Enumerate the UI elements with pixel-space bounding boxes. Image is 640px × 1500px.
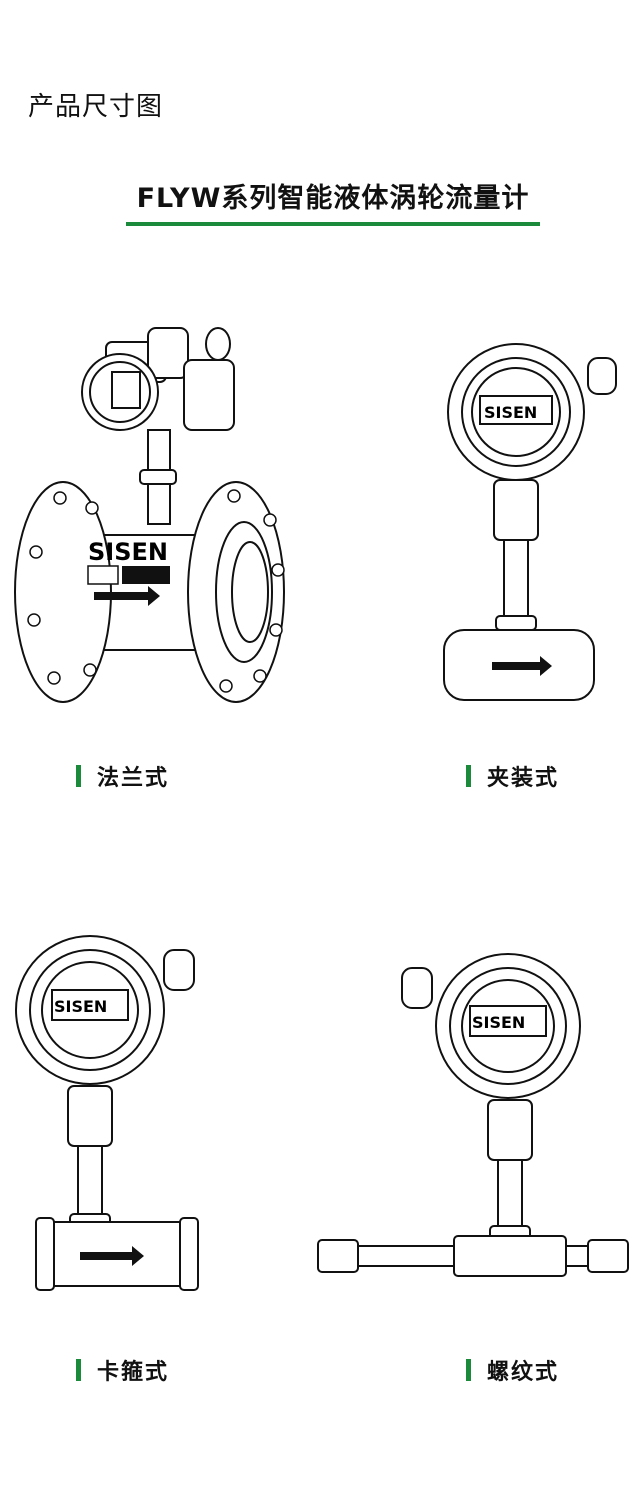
label-clamp: 夹装式 <box>466 760 559 792</box>
section-title: 产品尺寸图 <box>28 92 164 122</box>
label-flange-text: 法兰式 <box>97 766 170 791</box>
label-tri-clamp-text: 卡箍式 <box>97 1360 170 1385</box>
label-threaded: 螺纹式 <box>466 1354 559 1386</box>
label-threaded-text: 螺纹式 <box>487 1360 560 1385</box>
clamp-on-flowmeter-drawing: SISEN <box>443 343 617 701</box>
label-accent-bar <box>76 1359 81 1381</box>
tri-clamp-flowmeter-drawing: SISEN <box>15 935 199 1291</box>
flange-flowmeter-drawing: SISEN <box>14 327 285 703</box>
brand-text: SISEN <box>484 403 537 422</box>
threaded-flowmeter-drawing: SISEN <box>317 953 629 1277</box>
label-flange: 法兰式 <box>76 760 169 792</box>
title-underline <box>126 222 540 226</box>
label-accent-bar <box>466 765 471 787</box>
brand-text: SISEN <box>88 538 168 566</box>
brand-text: SISEN <box>472 1013 525 1032</box>
label-clamp-text: 夹装式 <box>487 766 560 791</box>
brand-text: SISEN <box>54 997 107 1016</box>
label-tri-clamp: 卡箍式 <box>76 1354 169 1386</box>
label-accent-bar <box>466 1359 471 1381</box>
label-accent-bar <box>76 765 81 787</box>
main-title: FLYW系列智能液体涡轮流量计 <box>136 183 530 214</box>
